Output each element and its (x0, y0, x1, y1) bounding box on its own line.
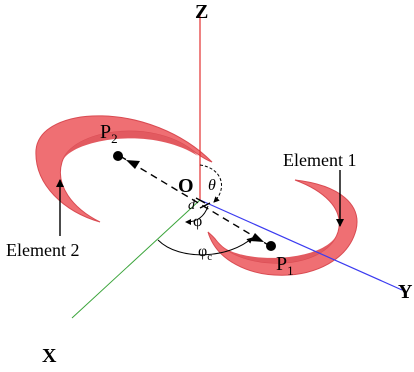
y-axis (199, 199, 403, 291)
phi-c-arc (157, 237, 253, 256)
p2-p1-dashed-line (119, 155, 271, 247)
z-axis-label: Z (195, 1, 208, 23)
phi-tick (199, 202, 211, 209)
theta-label: θ (208, 177, 216, 194)
element-2-label: Element 2 (6, 240, 79, 260)
d-mark (195, 197, 206, 204)
theta-arc (199, 164, 223, 203)
point-p1 (266, 241, 276, 251)
x-axis-label: X (42, 345, 57, 367)
point-p2 (113, 151, 123, 161)
y-axis-label: Y (398, 281, 413, 303)
element-1-label: Element 1 (283, 150, 356, 170)
p1-label: P1 (276, 253, 294, 278)
element-2-ring-shade (62, 131, 198, 162)
d-label: d (188, 198, 196, 213)
element-1-ring-shade (216, 232, 338, 264)
phi-c-label: φc (198, 243, 212, 263)
p2-arrowhead (126, 160, 140, 169)
phi-arc (185, 205, 209, 225)
p2-label: P2 (100, 121, 118, 146)
p1-arrowhead (250, 233, 264, 242)
x-axis (71, 199, 201, 319)
origin-label: O (178, 175, 194, 197)
phi-label: φ (193, 213, 202, 230)
